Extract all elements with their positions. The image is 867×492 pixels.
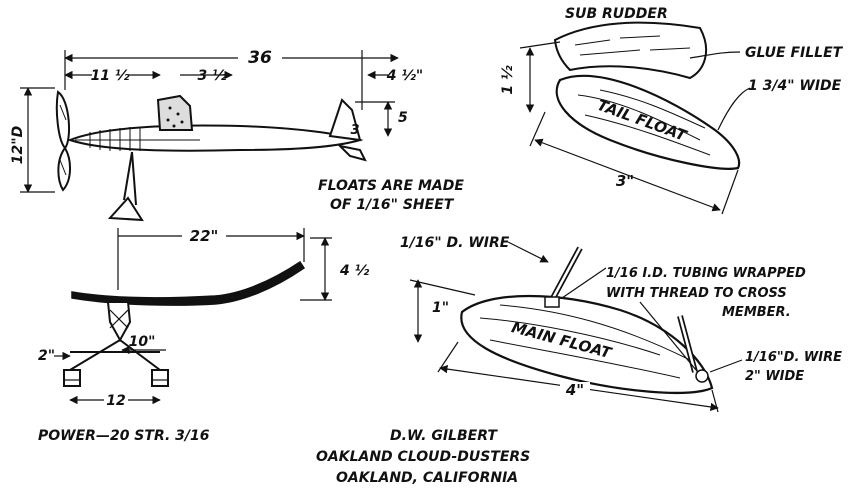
wing-view: 22" 4 ½ 2" 10" 12 POWER—20 STR. 3/16: [38, 226, 370, 444]
dim-cockpit: 3 ½: [197, 68, 227, 84]
glue-fillet-label: GLUE FILLET: [745, 45, 844, 61]
dim-fin-width: 4 ½": [386, 68, 423, 84]
dim-float-offset: 10": [129, 334, 156, 350]
front-float-right: [151, 369, 169, 387]
tail-float-detail: SUB RUDDER TAIL FLOAT GLUE FILLET 1 3/4"…: [500, 6, 844, 215]
tail-float-width: 1 3/4" WIDE: [748, 78, 842, 94]
dim-float-spacing: 12: [106, 393, 125, 409]
dim-strut-width: 2": [38, 348, 55, 364]
tail-fin: [328, 98, 362, 142]
main-float-length: 4": [565, 381, 584, 399]
side-main-float: [107, 196, 144, 222]
floats-note-line2: OF 1/16" SHEET: [330, 197, 455, 213]
tubing-note-line3: MEMBER.: [722, 305, 791, 320]
floats-note-line1: FLOATS ARE MADE: [318, 178, 464, 194]
credit-block: D.W. GILBERT OAKLAND CLOUD-DUSTERS OAKLA…: [316, 428, 530, 486]
dim-half-span: 22": [190, 227, 219, 245]
dim-fin-chord: 3: [350, 123, 359, 138]
main-float-height: 1": [432, 300, 449, 316]
tail-float-length: 3": [616, 172, 634, 190]
sub-rudder-label: SUB RUDDER: [565, 6, 668, 22]
front-wire-label: 1/16" D. WIRE: [400, 235, 510, 251]
tubing-note-line2: WITH THREAD TO CROSS: [606, 286, 787, 301]
side-view: 36 11 ½ 3 ½ 4 ½" 12"D 5 3: [10, 48, 423, 222]
wing-half: [71, 260, 306, 306]
tail-float-height: 1 ½: [500, 65, 516, 95]
power-note: POWER—20 STR. 3/16: [38, 428, 210, 444]
wing-pylon: [156, 94, 194, 131]
fuselage-formers: [75, 127, 200, 151]
fuselage: [67, 124, 364, 152]
propeller: [55, 90, 71, 192]
tubing-note-line1: 1/16 I.D. TUBING WRAPPED: [606, 266, 806, 281]
rear-wire-label-line1: 1/16"D. WIRE: [745, 350, 842, 365]
rear-wire-label-line2: 2" WIDE: [745, 369, 804, 384]
dim-prop-diameter: 12"D: [10, 126, 26, 164]
front-float-left: [63, 369, 81, 387]
credit-club: OAKLAND CLOUD-DUSTERS: [316, 449, 530, 465]
credit-city: OAKLAND, CALIFORNIA: [336, 470, 518, 486]
main-float-detail: 1/16" D. WIRE MAIN FLOAT 1/16 I.D. TUBIN…: [400, 235, 842, 413]
dim-dihedral: 4 ½: [339, 263, 370, 279]
dim-overall-length: 36: [248, 48, 272, 68]
credit-name: D.W. GILBERT: [390, 428, 498, 444]
dim-fin-height: 5: [398, 110, 408, 126]
dim-nose-to-wing: 11 ½: [91, 68, 130, 84]
